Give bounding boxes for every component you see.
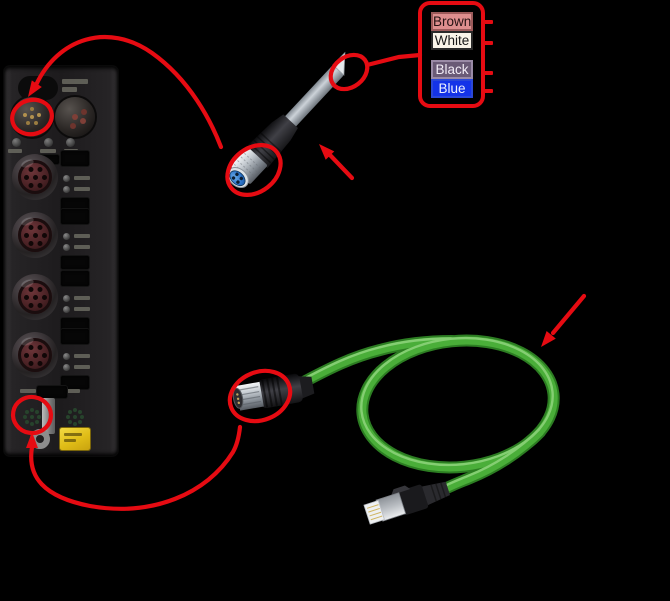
label-print — [40, 149, 56, 153]
connector-pins — [30, 115, 34, 119]
connector-pins — [73, 415, 77, 419]
status-led — [66, 138, 75, 147]
io-module — [4, 66, 118, 456]
connector-pins — [32, 294, 38, 300]
status-led — [63, 175, 70, 182]
legend-swatch-black: Black — [431, 60, 473, 79]
status-led — [63, 244, 70, 251]
m12-io-socket-4 — [12, 332, 58, 378]
label-print — [8, 149, 22, 153]
wire-color-legend: Brown White Black Blue — [418, 1, 493, 108]
highlight-circle-cable-tip — [328, 52, 370, 92]
display-window — [61, 209, 89, 224]
arrow-m8-body — [327, 152, 355, 181]
power-connector-left — [12, 97, 52, 137]
m12-io-socket-1 — [12, 154, 58, 200]
label-print — [74, 245, 90, 249]
label-print — [74, 296, 90, 300]
label-print — [74, 187, 90, 191]
cable-cut-tip — [332, 51, 346, 76]
rj45-connector — [363, 481, 451, 525]
display-window — [61, 376, 89, 389]
module-top-plug — [18, 76, 58, 100]
m8-sensor-cable — [227, 51, 346, 189]
legend-gap — [431, 50, 481, 60]
label-print — [74, 354, 90, 358]
power-connector-right — [55, 97, 95, 137]
ground-bracket — [42, 398, 55, 434]
status-led — [63, 233, 70, 240]
highlight-circle-m12 — [227, 368, 293, 424]
arrowhead-m8 — [319, 144, 335, 160]
display-window — [61, 198, 89, 211]
label-print — [74, 365, 90, 369]
status-led — [44, 138, 53, 147]
bus-port-label-print — [20, 389, 36, 393]
legend-pointer-line — [364, 52, 423, 68]
arrowhead-green-cable — [541, 331, 556, 347]
display-window — [61, 151, 89, 166]
legend-swatch-brown: Brown — [431, 12, 473, 31]
m12-io-socket-3 — [12, 274, 58, 320]
display-window — [61, 256, 89, 269]
connector-pins — [32, 352, 38, 358]
display-window — [37, 386, 67, 398]
arrow-green-cable — [550, 293, 587, 336]
legend-wire-tick — [484, 89, 493, 93]
legend-swatch-white: White — [431, 31, 473, 50]
yellow-sticker — [60, 428, 90, 450]
status-led — [63, 295, 70, 302]
ground-ring — [30, 429, 50, 449]
knurled-ring — [231, 147, 267, 184]
status-led — [63, 364, 70, 371]
legend-wire-tick — [484, 20, 493, 24]
module-part-number-print — [62, 87, 77, 92]
m12-io-socket-2 — [12, 212, 58, 258]
highlight-circle-m8-face — [225, 143, 283, 197]
legend-wire-tick — [484, 71, 493, 75]
m8-blue-face — [229, 170, 246, 187]
sticker-print — [64, 433, 82, 436]
connector-pins — [32, 232, 38, 238]
status-led — [63, 353, 70, 360]
bus-port-label-print — [62, 389, 80, 393]
legend-wire-tick — [484, 41, 493, 45]
legend-swatch-blue: Blue — [431, 79, 473, 98]
green-ethernet-cable — [294, 334, 560, 495]
gray-cable — [281, 65, 344, 130]
connector-pins — [32, 174, 38, 180]
status-led — [63, 306, 70, 313]
connector-pins — [72, 114, 78, 120]
connector-body — [245, 114, 298, 168]
label-print — [74, 176, 90, 180]
m12-cable-connector — [232, 373, 315, 411]
bus-port-2 — [56, 398, 94, 436]
module-part-number-print — [62, 79, 88, 84]
label-print — [74, 234, 90, 238]
display-window — [61, 329, 89, 344]
label-print — [74, 307, 90, 311]
status-led — [63, 186, 70, 193]
display-window — [61, 271, 89, 286]
status-led — [12, 138, 21, 147]
connector-pins — [30, 415, 34, 419]
display-window — [61, 318, 89, 331]
sticker-print — [64, 439, 76, 442]
